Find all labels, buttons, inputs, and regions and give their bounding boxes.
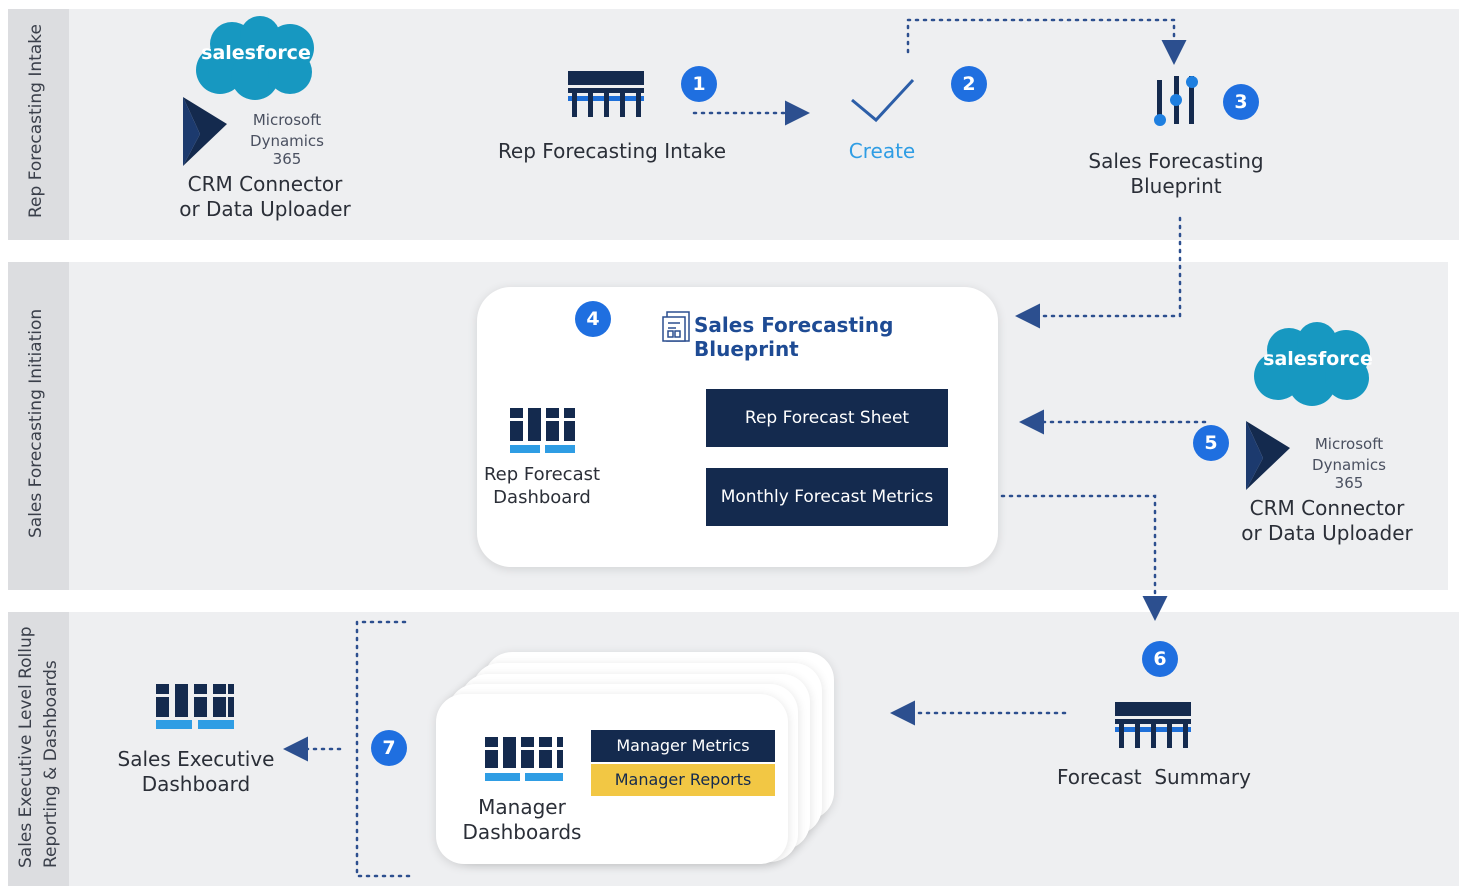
step-3-badge: 3 [1223,84,1259,120]
monthly-forecast-metrics[interactable]: Monthly Forecast Metrics [706,468,948,526]
step-4-badge: 4 [575,301,611,337]
step-7-badge: 7 [371,730,407,766]
manager-line1: Manager [478,795,566,819]
salesforce-wordmark-right: salesforce [1263,348,1373,370]
crm-connector-label-right: CRM Connector or Data Uploader [1222,496,1432,546]
dynamics-logo-top-inner [183,97,200,166]
right-crm-line1: CRM Connector [1249,496,1405,520]
blueprint-label-line1: Sales Forecasting [1088,149,1264,173]
rep-forecast-sheet[interactable]: Rep Forecast Sheet [706,389,948,447]
band-intake-label-col [8,9,69,240]
bracket-rollup [355,620,412,878]
slider-icon [1154,76,1198,126]
rep-dashboard-line1: Rep Forecast [483,464,601,485]
dynamics-logo-top [183,97,227,166]
table-icon-summary [1115,702,1191,748]
salesforce-logo-top [196,16,314,100]
step-1-badge: 1 [681,66,717,102]
microsoft-wordmark-right: Microsoft [1314,435,1384,453]
manager-metrics[interactable]: Manager Metrics [591,730,775,762]
band-rollup-label-col [8,612,69,886]
crm-connector-line1: CRM Connector [187,172,343,196]
sales-executive-dashboard-label: Sales Executive Dashboard [106,747,286,797]
dynamics-wordmark-top: Dynamics 365 [250,132,324,168]
arrow-create-to-blueprint [906,18,1187,65]
crm-connector-line2: or Data Uploader [179,197,351,221]
step-6-badge: 6 [1142,641,1178,677]
salesforce-logo-right [1254,322,1370,406]
exec-dashboard-line1: Sales Executive [117,747,275,771]
arrow-blueprint-to-card [1015,216,1182,329]
dynamics-wordmark-right: Dynamics 365 [1312,456,1386,492]
band-initiation-label-col [8,262,69,590]
step-5-badge: 5 [1193,425,1229,461]
microsoft-wordmark-top: Microsoft [252,111,322,129]
right-crm-line2: or Data Uploader [1241,521,1413,545]
salesforce-wordmark-top: salesforce [201,42,311,64]
arrow-card-to-summary [1000,494,1168,621]
forecast-summary-label: Forecast Summary [1057,765,1251,789]
dynamics-logo-right-inner [1246,421,1263,490]
step-2-badge: 2 [951,66,987,102]
sales-forecasting-blueprint-label: Sales Forecasting Blueprint [1076,149,1276,199]
exec-dashboard-line2: Dashboard [141,772,251,796]
blueprint-label-line2: Blueprint [1130,174,1222,198]
manager-reports[interactable]: Manager Reports [591,764,775,796]
rep-dashboard-line2: Dashboard [493,487,591,508]
rep-forecasting-intake-label: Rep Forecasting Intake [497,139,727,163]
check-icon [851,78,915,123]
manager-dashboards-label: Manager Dashboards [452,795,592,845]
rep-forecast-dashboard-label: Rep Forecast Dashboard [472,463,612,509]
table-icon-intake [568,71,644,117]
dynamics-logo-right [1246,421,1290,490]
crm-connector-label-top: CRM Connector or Data Uploader [160,172,370,222]
create-label: Create [848,139,916,163]
blueprint-card-title: Sales Forecasting Blueprint [694,313,894,361]
manager-line2: Dashboards [462,820,582,844]
